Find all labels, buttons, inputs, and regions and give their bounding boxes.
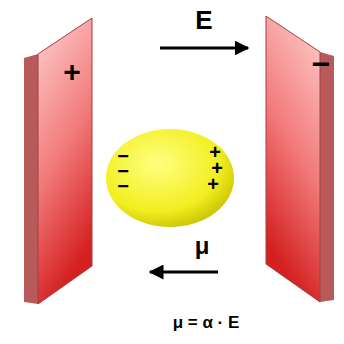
charge-sign: + (207, 174, 219, 194)
dielectric-particle: −−−+++ (105, 128, 235, 228)
field-arrow (160, 47, 248, 50)
vector-label: μ (195, 234, 210, 258)
charge-sign: − (117, 176, 129, 196)
dipole-arrow (150, 271, 218, 274)
formula: μ = α · E (173, 314, 240, 331)
charge-sign: − (312, 48, 331, 80)
charge-sign: + (63, 57, 81, 87)
negative-plate: − (264, 14, 336, 304)
positive-plate: + (22, 16, 94, 306)
vector-label: E (195, 7, 212, 33)
capacitor-plate (22, 16, 94, 306)
